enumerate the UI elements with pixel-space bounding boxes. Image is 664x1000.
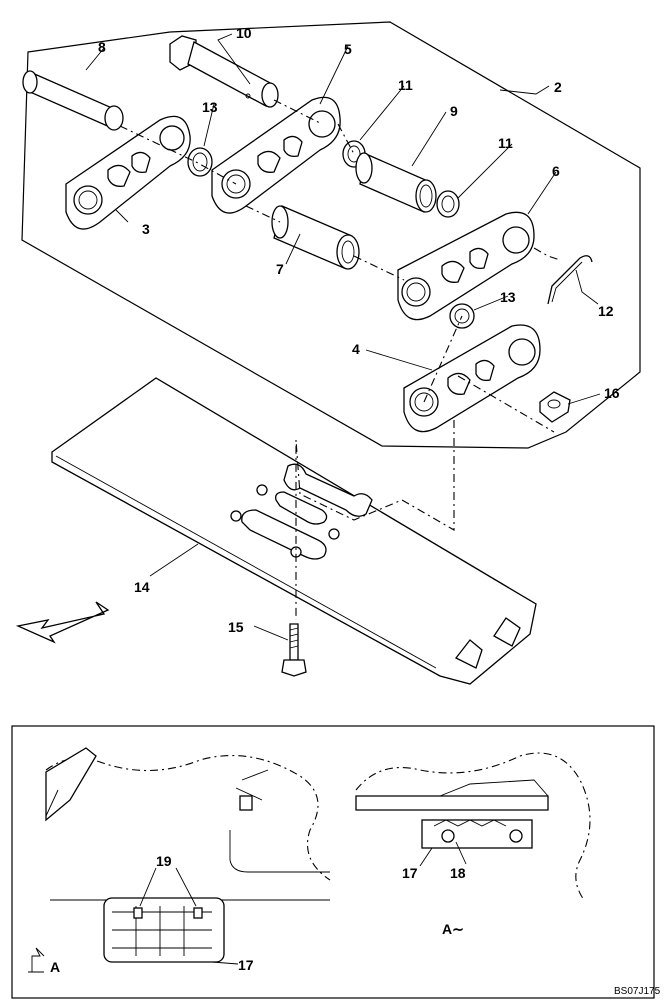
link-4	[403, 324, 541, 433]
bolt-19-a	[133, 907, 143, 919]
label-pin-8: 8	[98, 39, 106, 55]
detail-box	[11, 725, 655, 999]
bolt-15	[281, 623, 307, 677]
label-bushing-7: 7	[276, 261, 284, 277]
bushing-9	[355, 152, 437, 213]
outer-link-3	[65, 115, 191, 230]
pin-10	[169, 35, 279, 108]
section-marker-arrow	[28, 947, 45, 973]
label-seal-13-a: 13	[202, 99, 218, 115]
label-pin-12: 12	[598, 303, 614, 319]
direction-arrow	[15, 601, 110, 644]
plate-17-right	[421, 819, 533, 849]
detail-left-view	[45, 747, 331, 965]
seal-13-upper	[187, 147, 213, 177]
label-plate-17-right: 17	[402, 865, 418, 881]
drawing-code: BS07J175	[614, 986, 661, 997]
label-assembly-2: 2	[554, 79, 562, 95]
label-link-6: 6	[552, 163, 560, 179]
detail-right-view	[355, 752, 591, 901]
pin-8	[22, 70, 124, 131]
label-bushing-9: 9	[450, 103, 458, 119]
bushing-7	[271, 205, 360, 270]
spacer-11-lower	[436, 190, 460, 218]
link-6	[397, 211, 535, 321]
section-marker-label: A	[50, 959, 60, 975]
label-spacer-11-a: 11	[398, 77, 413, 93]
label-link-4: 4	[352, 341, 360, 357]
label-plate-17-left: 17	[238, 957, 254, 973]
label-link-3: 3	[142, 221, 150, 237]
view-a-title: A∼	[442, 921, 464, 937]
link-assembly-outline	[21, 21, 641, 449]
label-pin-10: 10	[236, 25, 252, 41]
track-shoe-14	[51, 377, 537, 685]
nut-18	[441, 829, 455, 843]
bolt-19-b	[193, 907, 203, 919]
pin-12	[547, 255, 593, 305]
label-nut-18: 18	[450, 865, 466, 881]
label-bolt-19: 19	[156, 853, 172, 869]
link-5	[211, 96, 341, 214]
label-nut-16: 16	[604, 385, 620, 401]
label-spacer-11-b: 11	[498, 135, 513, 151]
label-bolt-15: 15	[228, 619, 244, 635]
label-link-5: 5	[344, 41, 352, 57]
label-shoe-14: 14	[134, 579, 150, 595]
nut-16	[539, 391, 571, 423]
label-seal-13-b: 13	[500, 289, 516, 305]
